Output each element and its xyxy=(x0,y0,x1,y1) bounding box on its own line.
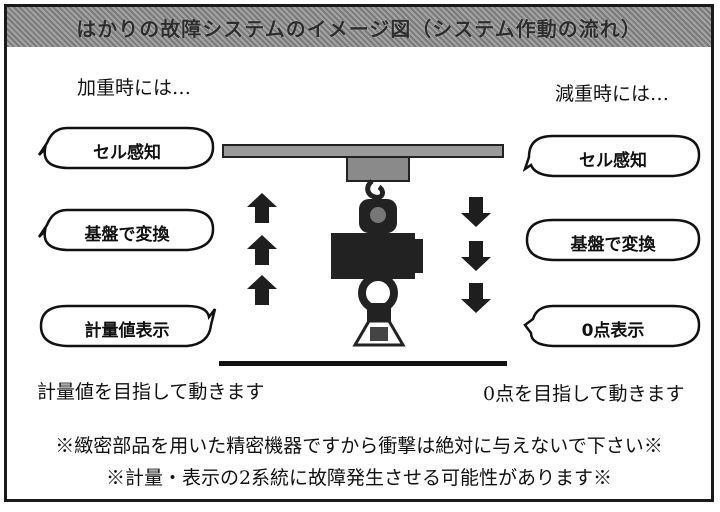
left-step-convert-bubble: 基盤で変換 xyxy=(37,207,217,257)
warning-note-2: ※計量・表示の2系統に故障発生させる可能性があります※ xyxy=(105,467,613,489)
right-step-sense-text: セル感知 xyxy=(579,150,647,171)
left-result: 計量値を目指して動きます xyxy=(37,381,265,403)
hanging-scale-illustration xyxy=(219,144,507,366)
hanging-scale-icon xyxy=(331,179,423,347)
left-step-display-bubble: 計量値表示 xyxy=(37,303,217,353)
left-step-sense-bubble: セル感知 xyxy=(37,125,217,175)
right-result: 0点を目指して動きます xyxy=(483,383,685,405)
arrow-down-icon xyxy=(461,283,491,313)
right-step-zero-text: 0点表示 xyxy=(581,320,645,341)
title-banner: はかりの故障システムのイメージ図（システム作動の流れ） xyxy=(7,7,711,47)
ground-line xyxy=(219,361,507,366)
left-step-sense-text: セル感知 xyxy=(93,142,161,163)
right-step-zero-bubble: 0点表示 xyxy=(523,303,703,353)
right-heading: 減重時には… xyxy=(555,83,670,105)
arrow-down-icon xyxy=(461,241,491,271)
arrow-up-icon xyxy=(247,193,277,223)
top-beam xyxy=(222,144,504,182)
left-step-display-text: 計量値表示 xyxy=(84,320,170,341)
right-step-convert-bubble: 基盤で変換 xyxy=(523,217,703,267)
right-step-sense-bubble: セル感知 xyxy=(523,133,703,183)
arrow-down-icon xyxy=(461,197,491,227)
page-title: はかりの故障システムのイメージ図（システム作動の流れ） xyxy=(76,16,642,41)
diagram-frame: はかりの故障システムのイメージ図（システム作動の流れ） 加重時には… セル感知 … xyxy=(4,4,714,502)
left-step-convert-text: 基盤で変換 xyxy=(84,224,170,245)
arrow-up-icon xyxy=(247,275,277,305)
warning-note-1: ※緻密部品を用いた精密機器ですから衝撃は絶対に与えないで下さい※ xyxy=(55,435,663,457)
arrow-up-icon xyxy=(247,235,277,265)
left-heading: 加重時には… xyxy=(77,77,192,99)
right-step-convert-text: 基盤で変換 xyxy=(570,234,656,255)
